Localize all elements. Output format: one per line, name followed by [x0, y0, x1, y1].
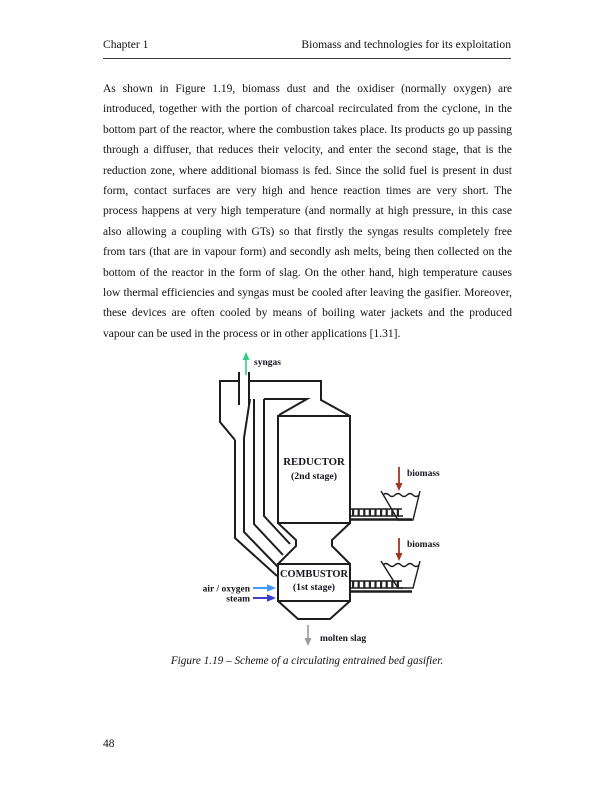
biomass-arrowhead-bottom-icon [395, 553, 403, 561]
cyclone-outlet-pipe [238, 372, 250, 405]
molten-slag-arrowhead-icon [304, 638, 312, 646]
air-oxygen-arrowhead-icon [267, 584, 276, 592]
screw-conveyor-top [350, 508, 403, 517]
biomass-level-wave-top [382, 492, 420, 498]
header-title: Biomass and technologies for its exploit… [301, 38, 511, 51]
combustor-label: COMBUSTOR [280, 569, 348, 580]
molten-slag-label: molten slag [320, 634, 366, 644]
combustor-vessel [277, 563, 351, 602]
syngas-label: syngas [254, 358, 281, 368]
steam-arrowhead-icon [267, 594, 276, 602]
biomass-label-bottom: biomass [407, 540, 440, 550]
biomass-hopper-bottom [380, 560, 421, 589]
page-number: 48 [103, 738, 115, 750]
cyclone-body-left [219, 380, 238, 441]
biomass-level-wave-bottom [382, 562, 420, 568]
combustor-bottom-cone [277, 600, 351, 620]
reductor-vessel [277, 415, 351, 524]
page-header: Chapter 1 Biomass and technologies for i… [103, 38, 511, 59]
body-paragraph: As shown in Figure 1.19, biomass dust an… [103, 83, 512, 340]
air-oxygen-label: air / oxygen [203, 585, 251, 595]
screw-conveyor-bottom [350, 580, 403, 589]
reductor-label: REDUCTOR [283, 456, 345, 468]
reductor-sublabel: (2nd stage) [291, 471, 337, 482]
biomass-label-top: biomass [407, 469, 440, 479]
header-chapter: Chapter 1 [103, 38, 149, 51]
steam-label: steam [226, 595, 250, 605]
figure-gasifier-diagram: syngas REDUCTOR (2nd stage) COMBUSTOR (1… [150, 348, 462, 650]
cyclone-duct-outer [250, 380, 351, 417]
figure-caption: Figure 1.19 – Scheme of a circulating en… [170, 655, 444, 667]
recirculation-pipe-left [253, 399, 284, 556]
diffuser-neck [277, 522, 351, 565]
cyclone-funnel-right [243, 398, 251, 439]
recirculation-pipe-right [263, 399, 291, 545]
cyclone-duct-inner [264, 398, 311, 416]
downcomer-right [243, 438, 279, 568]
downcomer-left [234, 440, 278, 577]
biomass-arrowhead-top-icon [395, 483, 403, 491]
syngas-arrowhead-icon [242, 352, 250, 360]
gasifier-scheme-svg: syngas REDUCTOR (2nd stage) COMBUSTOR (1… [203, 352, 440, 646]
combustor-sublabel: (1st stage) [293, 582, 335, 593]
